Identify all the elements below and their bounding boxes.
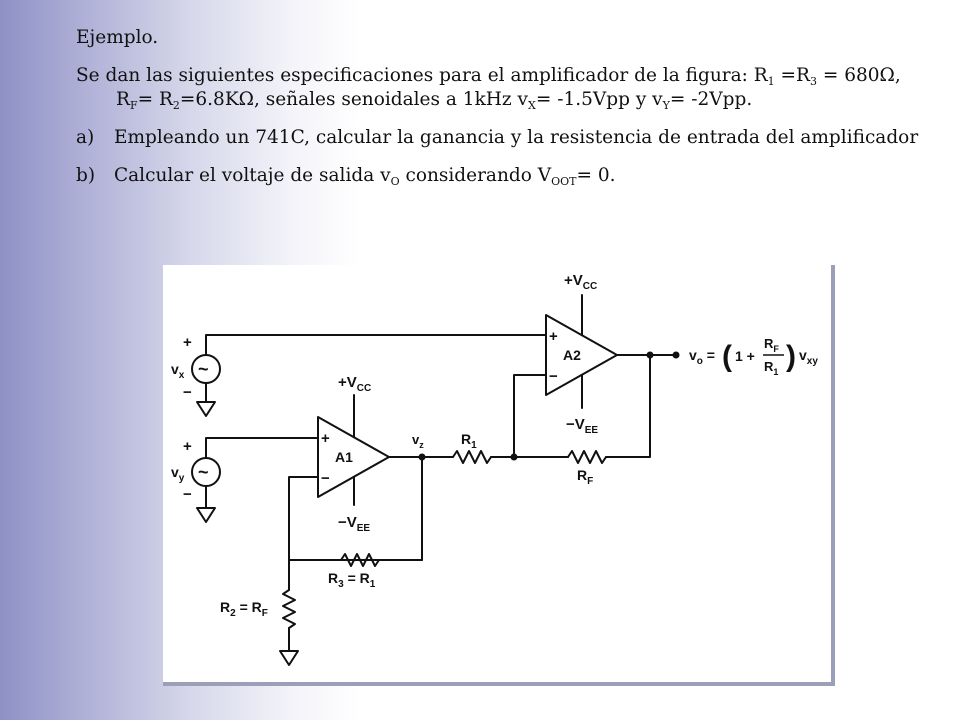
- wire-vy-top: [205, 437, 319, 459]
- output-label: vo =: [689, 347, 715, 367]
- ground-vy-icon: [196, 507, 216, 523]
- output-denominator: R1: [764, 359, 778, 377]
- node-out-b: [672, 351, 680, 359]
- question-b-text: Calcular el voltaje de salida vO conside…: [114, 165, 616, 188]
- a2-vee-label: −VEE: [566, 416, 598, 436]
- vy-tilde-icon: ~: [198, 462, 209, 482]
- vy-minus: −: [183, 486, 192, 503]
- a1-label: A1: [335, 449, 353, 465]
- rf-label: RF: [577, 467, 593, 487]
- circuit-diagram: + ~ − vx + ~ − vy + − A1 +VCC −VEE vz + …: [171, 272, 818, 666]
- r3-label: R3 = R1: [328, 570, 376, 590]
- node-r1-rf: [510, 453, 518, 461]
- output-numerator: RF: [764, 336, 779, 354]
- r2-label: R2 = RF: [220, 599, 268, 619]
- a2-plus: +: [549, 328, 558, 345]
- output-vxy: vxy: [799, 347, 818, 367]
- ground-vx-icon: [196, 401, 216, 417]
- question-a-label: a): [76, 127, 95, 148]
- a2-minus: −: [549, 368, 558, 385]
- circuit-figure: + ~ − vx + ~ − vy + − A1 +VCC −VEE vz + …: [163, 265, 835, 686]
- output-rparen: ): [786, 340, 796, 373]
- ground-r2-icon: [279, 650, 299, 666]
- node-out-a: [646, 351, 654, 359]
- vy-plus: +: [183, 438, 192, 455]
- question-a-text: Empleando un 741C, calcular la ganancia …: [114, 127, 919, 148]
- resistor-r3: [340, 553, 380, 567]
- output-one: 1 +: [735, 348, 755, 364]
- a1-vcc-label: +VCC: [338, 374, 371, 394]
- question-b: b) Calcular el voltaje de salida vO cons…: [76, 164, 936, 188]
- node-vz: [418, 453, 426, 461]
- resistor-rf: [567, 450, 607, 464]
- specifications: Se dan las siguientes especificaciones p…: [76, 65, 901, 112]
- r1-label: R1: [461, 431, 477, 451]
- a1-minus: −: [321, 470, 330, 487]
- vx-plus: +: [183, 334, 192, 351]
- title: Ejemplo.: [76, 27, 159, 48]
- wire-a1-inv: [288, 476, 319, 561]
- wire-vz-down: [340, 456, 423, 561]
- question-a: a) Empleando un 741C, calcular la gananc…: [76, 126, 936, 150]
- vx-tilde-icon: ~: [198, 359, 209, 379]
- wire-vx-top: [205, 334, 547, 356]
- wire-a2-inv: [513, 374, 547, 458]
- vx-label: vx: [171, 361, 185, 381]
- wire-rf-out: [605, 354, 651, 458]
- a1-vee-label: −VEE: [338, 514, 370, 534]
- vx-minus: −: [183, 384, 192, 401]
- output-lparen: (: [722, 340, 732, 373]
- text-block: Ejemplo. Se dan las siguientes especific…: [76, 26, 936, 202]
- a2-label: A2: [563, 347, 581, 363]
- resistor-r1: [452, 450, 492, 464]
- a2-vcc-label: +VCC: [564, 272, 597, 292]
- vy-label: vy: [171, 464, 185, 484]
- a1-plus: +: [321, 430, 330, 447]
- resistor-r2: [282, 589, 296, 629]
- question-b-label: b): [76, 165, 96, 186]
- vz-label: vz: [412, 432, 424, 450]
